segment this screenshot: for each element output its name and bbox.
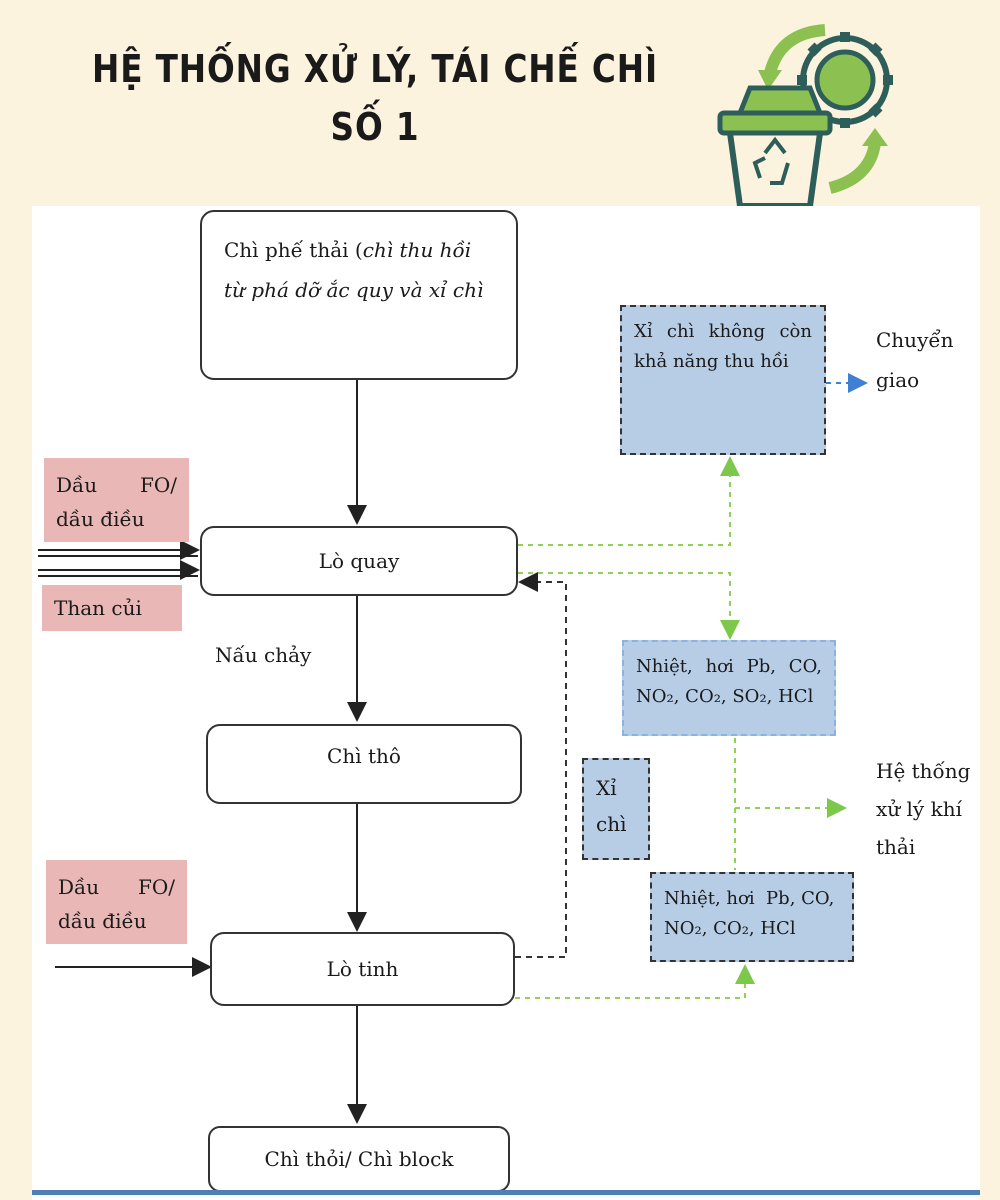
crude-lead-box: Chì thô — [206, 724, 522, 804]
slag-small-box: Xỉ chì — [582, 758, 650, 860]
slag-line2: khả năng thu hồi — [634, 351, 789, 372]
slag-small-line1: Xỉ — [596, 776, 617, 800]
page-title: HỆ THỐNG XỬ LÝ, TÁI CHẾ CHÌ SỐ 1 — [87, 40, 663, 156]
em1-w1: Nhiệt, — [636, 656, 693, 677]
fuel-oil-word2: FO/ — [139, 473, 177, 497]
slag-w3: không — [708, 321, 766, 342]
title-line-1: HỆ THỐNG XỬ LÝ, TÁI CHẾ CHÌ — [91, 47, 659, 91]
em1-w4: CO, — [788, 656, 822, 677]
transfer-label: Chuyển giao — [876, 320, 954, 400]
fuel-oil-box-top: Dầu FO/ dầu điều — [44, 458, 189, 542]
em1-w3: Pb, — [746, 656, 776, 677]
fuel-oil-word1: Dầu — [56, 473, 98, 497]
fuel-oil-bottom-word2: FO/ — [137, 875, 175, 899]
em1-line2: NO₂, CO₂, SO₂, HCl — [636, 686, 814, 707]
slag-w2: chì — [666, 321, 695, 342]
cycle-arrow-top — [764, 24, 826, 75]
title-line-2: SỐ 1 — [330, 105, 420, 149]
exhaust-line1: Hệ thống — [876, 759, 971, 783]
slag-w1: Xỉ — [634, 321, 653, 342]
recycle-loop — [515, 572, 567, 958]
em1-w2: hơi — [705, 656, 734, 677]
recycle-bin-gear-icon — [717, 24, 893, 209]
recycle-symbol-icon — [752, 136, 790, 185]
exhaust-line3: thải — [876, 835, 916, 859]
waste-lead-italic-2: từ phá dỡ ắc quy và xỉ chì — [224, 278, 484, 302]
em2-line1: Nhiệt, hơi Pb, CO, — [664, 888, 835, 909]
slag-w4: còn — [779, 321, 812, 342]
fuel-oil-box-bottom: Dầu FO/ dầu điều — [46, 860, 187, 944]
fuel-oil-bottom-word1: Dầu — [58, 875, 100, 899]
exhaust-line2: xử lý khí — [876, 797, 962, 821]
waste-lead-text: Chì phế thải ( — [224, 238, 363, 262]
fuel-oil-bottom-line2: dầu điều — [58, 909, 147, 933]
transfer-line1: Chuyển — [876, 328, 954, 352]
exhaust-system-label: Hệ thống xử lý khí thải — [876, 752, 970, 866]
rotary-kiln-box: Lò quay — [200, 526, 518, 596]
emissions-box-2: Nhiệt, hơi Pb, CO, NO₂, CO₂, HCl — [650, 872, 854, 962]
fuel-oil-line2: dầu điều — [56, 507, 145, 531]
melting-label: Nấu chảy — [215, 643, 312, 667]
charcoal-box: Than củi — [42, 585, 182, 631]
waste-lead-box: Chì phế thải (chì thu hồi từ phá dỡ ắc q… — [200, 210, 518, 380]
transfer-line2: giao — [876, 368, 920, 392]
cycle-arrow-bottom — [828, 141, 881, 194]
refining-kiln-box: Lò tinh — [210, 932, 515, 1006]
slag-small-line2: chì — [596, 812, 627, 836]
emissions-box-1: Nhiệt, hơi Pb, CO, NO₂, CO₂, SO₂, HCl — [622, 640, 836, 736]
waste-lead-italic-1: chì thu hồi — [362, 238, 472, 262]
em2-line2: NO₂, CO₂, HCl — [664, 918, 796, 939]
lead-block-box: Chì thỏi/ Chì block — [208, 1126, 510, 1192]
unrecoverable-slag-box: Xỉ chì không còn khả năng thu hồi — [620, 305, 826, 455]
bin-icon — [717, 85, 833, 209]
bottom-rule — [32, 1190, 980, 1195]
